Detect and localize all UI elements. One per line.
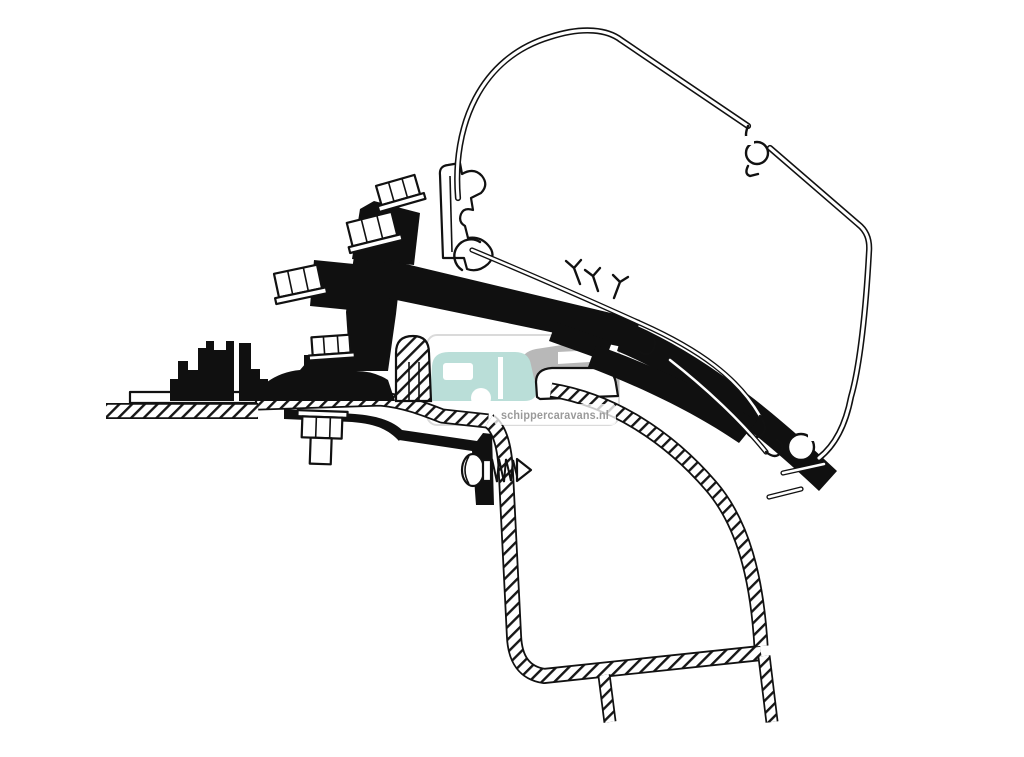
bolt-head-facets xyxy=(360,215,384,243)
case-foot-left-inner xyxy=(767,487,803,499)
awning-case-profile xyxy=(454,27,873,500)
bolt-head-facets xyxy=(387,178,409,202)
caravan-window xyxy=(443,363,473,380)
body-inner-panel-outline xyxy=(483,414,762,684)
caravan-door-line xyxy=(498,357,503,399)
mounting-rail-curl xyxy=(453,238,482,272)
bolt-washer xyxy=(347,233,404,255)
screw-threads xyxy=(491,458,519,483)
awning-case-clip-top xyxy=(744,140,770,166)
case-bottom-left-hook xyxy=(764,438,784,458)
case-top-outer xyxy=(454,27,752,202)
fasteners xyxy=(272,173,533,488)
bracket-foot xyxy=(262,363,395,401)
hex-bolt-under-roof xyxy=(296,409,349,466)
bolt-head-facets xyxy=(286,267,310,295)
bolt-washer xyxy=(376,191,427,214)
bolt-head-facets xyxy=(314,416,332,439)
bracket-wedge-blob xyxy=(588,345,757,443)
case-right-inner xyxy=(768,146,871,460)
clip-bottom-gap xyxy=(808,431,819,441)
adapter-mounting-rail xyxy=(453,238,767,439)
body-edge-hatch xyxy=(759,655,777,723)
watermark-caption: schippercaravans.nl xyxy=(494,404,616,425)
under-roof-leg xyxy=(399,430,494,505)
caravan-wheel xyxy=(471,388,491,408)
watermark-text: schippercaravans.nl xyxy=(501,410,609,422)
bolt-backing-plate xyxy=(310,260,354,310)
clip-top-gap xyxy=(745,136,754,145)
hex-bolt-upper-2 xyxy=(345,210,404,255)
mounting-rail-mid-hook xyxy=(638,330,657,356)
mounting-rail-inner xyxy=(470,248,762,418)
body-inner-panel-hatch xyxy=(485,415,762,683)
rubber-wedge-block xyxy=(394,334,433,403)
case-foot-right-inner xyxy=(781,462,826,475)
bolt-shank xyxy=(308,436,333,466)
hex-bolt-foot xyxy=(307,333,357,362)
bolt-washer xyxy=(273,286,329,306)
self-tapping-screw xyxy=(460,452,533,488)
hex-bolt-upper-1 xyxy=(374,173,427,214)
screw-collar xyxy=(481,458,493,483)
screw-tip xyxy=(515,457,533,483)
mounting-rail-clip-fingers xyxy=(564,258,630,300)
bracket-arm xyxy=(382,259,640,349)
lead-rail-inner-line xyxy=(449,175,453,253)
watermark-text-band xyxy=(494,404,616,425)
screw-head-line xyxy=(464,455,470,485)
hex-bolt-side xyxy=(272,263,329,306)
clip-top-foot xyxy=(745,164,760,178)
rubber-wedge-lines xyxy=(408,362,420,401)
bolt-head xyxy=(300,415,344,440)
case-top-inner xyxy=(455,28,750,200)
case-bottom-left-inner xyxy=(668,358,768,454)
stepped-clamp-profile xyxy=(170,341,234,401)
case-right-outer xyxy=(766,144,873,462)
body-rib-hatch xyxy=(599,674,615,723)
awning-case-clip-bottom xyxy=(786,432,816,462)
bolt-head-facets xyxy=(322,335,340,355)
clamp-bar xyxy=(239,343,251,401)
bolt-washer xyxy=(307,351,357,362)
